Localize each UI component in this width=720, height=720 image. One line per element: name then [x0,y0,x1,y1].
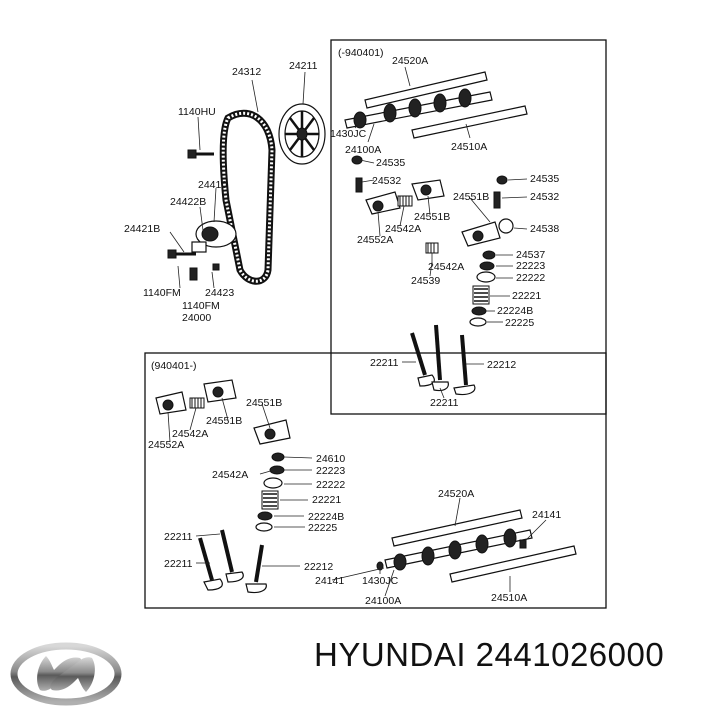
lower-spring-24542a [189,397,205,409]
lower-exhaust-valve-22212 [245,544,267,594]
label-u-22221: 22221 [512,290,541,302]
lower-rocker-shaft-24510a [449,545,577,583]
label-u-1430jc: 1430JC [330,128,367,140]
label-u-22225: 22225 [505,317,534,329]
label-24312: 24312 [232,66,261,78]
label-u-22211: 22211 [370,357,399,369]
brand-caption: HYUNDAI 2441026000 [314,636,665,673]
label-l-22222: 22222 [316,479,345,491]
upper-rocker-arm-24551b-b [461,221,501,247]
label-24000: 24000 [182,312,211,324]
label-u-24537: 24537 [516,249,545,261]
label-u-22224b: 22224B [497,305,533,317]
lower-intake-valve-22211a [198,537,223,591]
label-24422b: 24422B [170,196,206,208]
timing-pulley [278,103,326,165]
lower-camshaft-24100a [384,528,533,571]
belt-tensioner [191,220,237,253]
label-1140hu: 1140HU [178,106,216,118]
upper-valve-stack [469,250,496,327]
label-l-24542a-a: 24542A [172,428,208,440]
label-u-22211-b: 22211 [430,397,459,409]
leader-lines [167,66,547,597]
label-1140fm-b: 1140FM [182,300,220,312]
label-u-24538: 24538 [530,223,559,235]
label-u-24510a: 24510A [451,141,487,153]
label-u-24551b-a: 24551B [453,191,489,203]
label-l-22221: 22221 [312,494,341,506]
label-l-22223: 22223 [316,465,345,477]
upper-exhaust-valve-22212 [453,334,476,396]
label-u-24552a: 24552A [357,234,393,246]
upper-intake-valve-22211 [410,332,435,387]
upper-rocker-arm-24551b-a [411,179,445,201]
timing-belt [219,109,276,285]
label-l-22224b: 22224B [308,511,344,523]
label-l-22211-b: 22211 [164,558,193,570]
label-24421b: 24421B [124,223,160,235]
label-u-24532-a: 24532 [372,175,401,187]
label-u-22212: 22212 [487,359,516,371]
label-l-24551b: 24551B [246,397,282,409]
label-u-24551b-b: 24551B [414,211,450,223]
hyundai-logo-icon [10,642,122,706]
label-u-22223: 22223 [516,260,545,272]
label-24423: 24423 [205,287,234,299]
upper-adjust-screws [351,155,514,234]
label-l-24551b-b: 24551B [206,415,242,427]
lower-section-label: (940401-) [151,360,197,372]
label-u-24535-a: 24535 [376,157,405,169]
label-l-1430jc: 1430JC [362,575,399,587]
timing-bolt-1140hu [187,149,214,159]
upper-section-frame [330,39,607,415]
lower-valve-stack [255,452,285,532]
lower-rocker-arm-24551b-b [253,419,291,445]
lower-intake-valve-22211b [220,529,244,583]
label-l-24552a: 24552A [148,439,184,451]
upper-camshaft-24100a [344,88,493,129]
upper-exhaust-valve-22211b [431,324,449,392]
upper-section-label: (-940401) [338,47,384,59]
label-24410: 24410 [198,179,227,191]
upper-rocker-shaft-24510a [411,105,528,139]
label-u-24539: 24539 [411,275,440,287]
label-l-24100a: 24100A [365,595,401,607]
label-l-24141-b: 24141 [315,575,344,587]
label-l-22212: 22212 [304,561,333,573]
label-l-24542a-b: 24542A [212,469,248,481]
label-u-24542a-a: 24542A [385,223,421,235]
label-u-24535-b: 24535 [530,173,559,185]
tensioner-bolt-1140fm [167,249,220,281]
label-l-22211-a: 22211 [164,531,193,543]
label-u-24100a: 24100A [345,144,381,156]
label-l-22225: 22225 [308,522,337,534]
label-l-24510a: 24510A [491,592,527,604]
upper-rocker-shaft-24520a [364,71,488,109]
label-l-24141-a: 24141 [532,509,561,521]
label-u-24520a: 24520A [392,55,428,67]
lower-section-frame [144,352,607,609]
label-l-24610: 24610 [316,453,345,465]
upper-rocker-arm-24552a [365,191,401,215]
label-u-22222: 22222 [516,272,545,284]
lower-rocker-arm-24551b-a [203,379,237,403]
label-u-24532-b: 24532 [530,191,559,203]
label-u-24542a-b: 24542A [428,261,464,273]
lower-rocker-arm-24552a [155,391,187,415]
label-l-24520a: 24520A [438,488,474,500]
part-labels: 24312 24211 1140HU 24410 24422B 24421B 1… [124,55,561,607]
label-1140fm-a: 1140FM [143,287,181,299]
lower-rocker-shaft-24520a [391,509,523,547]
label-24211: 24211 [289,60,318,72]
